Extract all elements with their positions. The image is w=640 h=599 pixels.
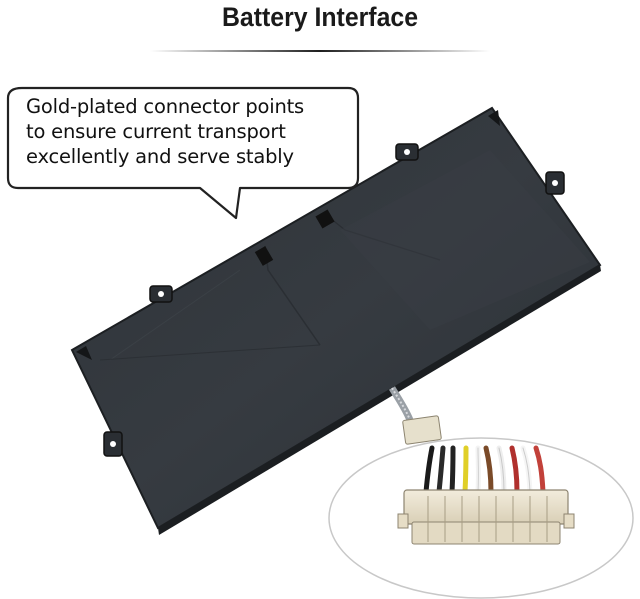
- page-title: Battery Interface: [221, 2, 419, 32]
- callout-line: excellently and serve stably: [26, 145, 294, 168]
- battery-cable: [388, 386, 442, 445]
- callout-line: Gold-plated connector points: [26, 95, 305, 118]
- connector-housing: [397, 489, 575, 545]
- mounting-tabs: [103, 143, 565, 457]
- callout-line: to ensure current transport: [26, 120, 286, 143]
- callout-bubble: [6, 86, 360, 220]
- battery-pack: [70, 106, 602, 535]
- title-underline: [150, 50, 490, 52]
- callout-text: Gold-plated connector points to ensure c…: [26, 94, 356, 169]
- connector-wires: [423, 445, 546, 495]
